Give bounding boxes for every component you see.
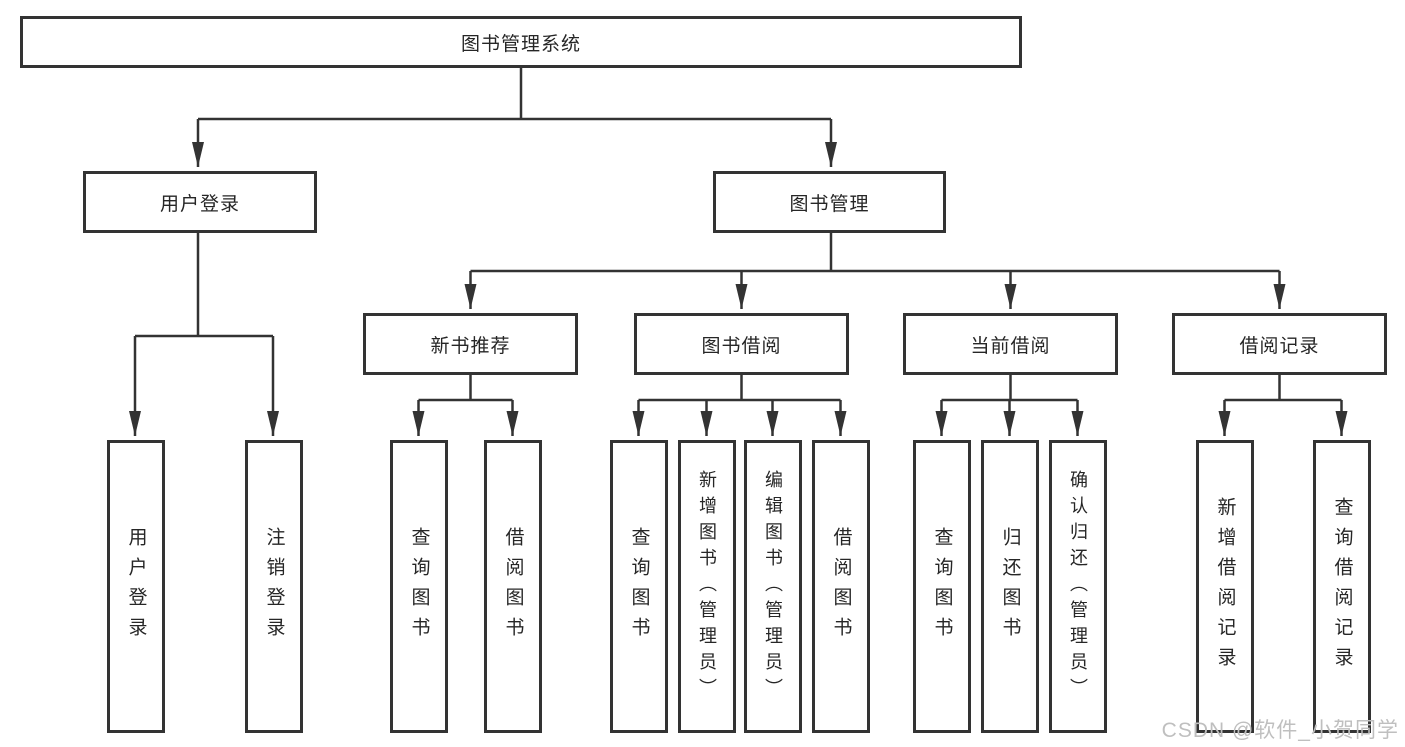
node-current-borrowing: 当前借阅 [903,313,1118,375]
node-book-borrowing-label: 图书借阅 [701,335,782,357]
node-query-books-recommend: 查询图书 [390,440,448,733]
node-query-books-borrowing: 查询图书 [610,440,668,733]
node-book-management-label: 图书管理 [789,193,870,215]
node-confirm-return-admin: 确认归还（管理员） [1049,440,1107,733]
connector-borrowing-records-trunk [1224,375,1342,402]
node-add-borrow-record-label: 新增借阅记录 [1214,496,1236,677]
connector-book-management-trunk [470,233,1280,273]
node-root-label: 图书管理系统 [460,33,581,55]
node-user-login-leaf: 用户登录 [107,440,165,733]
csdn-watermark: CSDN @软件_小贺同学 [1161,719,1399,742]
node-borrowing-records-label: 借阅记录 [1239,335,1320,357]
node-confirm-return-admin-label: 确认归还（管理员） [1068,469,1088,704]
node-book-management: 图书管理 [713,171,946,233]
node-query-books-borrowing-label: 查询图书 [628,526,650,647]
node-query-books-current-label: 查询图书 [931,526,953,647]
node-add-books-admin-label: 新增图书（管理员） [697,469,717,704]
connector-root-to-level2 [198,68,831,121]
node-current-borrowing-label: 当前借阅 [970,335,1051,357]
node-root: 图书管理系统 [20,16,1022,68]
node-book-borrowing: 图书借阅 [634,313,849,375]
connector-current-borrowing-trunk [941,375,1078,402]
node-add-books-admin: 新增图书（管理员） [678,440,736,733]
node-query-borrow-record-label: 查询借阅记录 [1331,496,1353,677]
node-return-books-label: 归还图书 [999,526,1021,647]
node-user-login-label: 用户登录 [159,193,240,215]
node-query-books-current: 查询图书 [913,440,971,733]
node-borrow-books-borrowing-label: 借阅图书 [830,526,852,647]
node-borrowing-records: 借阅记录 [1172,313,1387,375]
node-new-book-recommendation-label: 新书推荐 [430,335,511,357]
node-add-borrow-record: 新增借阅记录 [1196,440,1254,733]
node-logout: 注销登录 [245,440,303,733]
connector-book-borrowing-trunk [638,375,841,402]
node-new-book-recommendation: 新书推荐 [363,313,578,375]
node-query-books-recommend-label: 查询图书 [408,526,430,647]
node-edit-books-admin: 编辑图书（管理员） [744,440,802,733]
node-edit-books-admin-label: 编辑图书（管理员） [763,469,783,704]
node-borrow-books-recommend: 借阅图书 [484,440,542,733]
node-query-borrow-record: 查询借阅记录 [1313,440,1371,733]
node-return-books: 归还图书 [981,440,1039,733]
connector-new-book-trunk [418,375,513,402]
node-borrow-books-borrowing: 借阅图书 [812,440,870,733]
node-logout-label: 注销登录 [263,526,285,647]
node-borrow-books-recommend-label: 借阅图书 [502,526,524,647]
connector-user-login-trunk [135,233,273,338]
node-user-login-leaf-label: 用户登录 [125,526,147,647]
node-user-login: 用户登录 [83,171,317,233]
